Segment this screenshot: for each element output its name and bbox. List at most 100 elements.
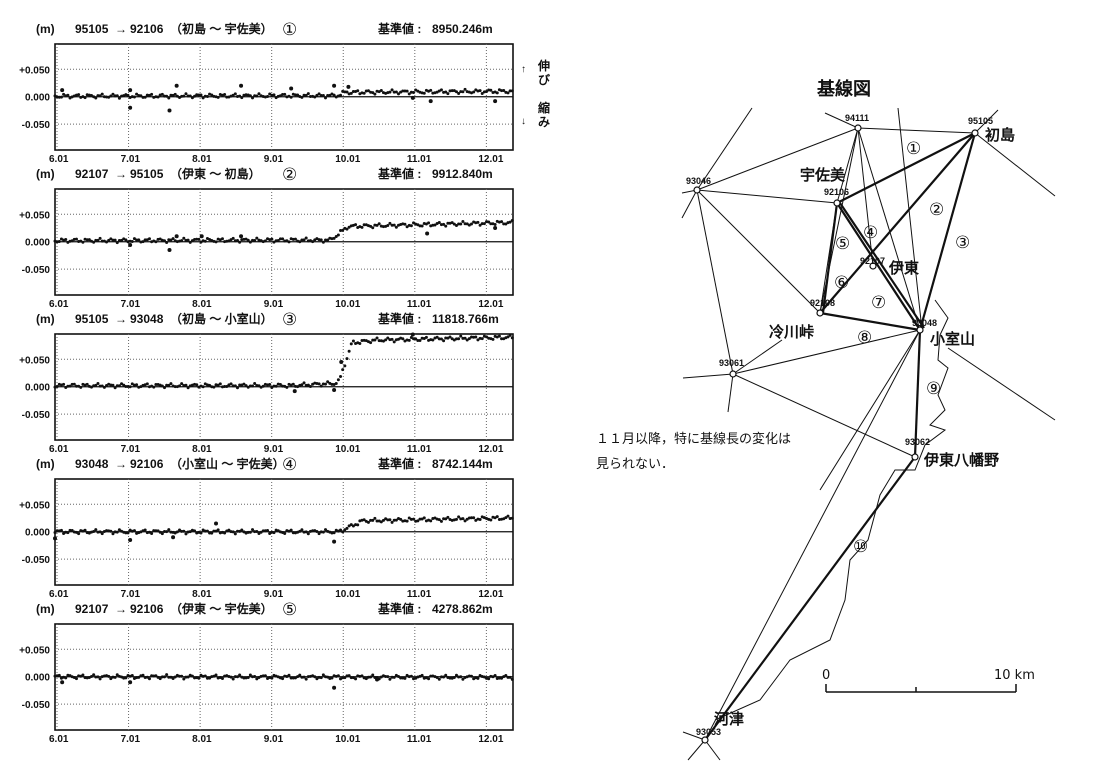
data-point	[347, 674, 351, 678]
data-point	[107, 238, 111, 242]
data-point	[326, 380, 330, 384]
data-point	[197, 676, 201, 680]
data-point	[66, 93, 70, 97]
data-point	[489, 518, 493, 522]
data-point	[268, 383, 272, 387]
outlier-point	[171, 535, 176, 540]
data-point	[476, 338, 480, 342]
baseline-number-3: ③	[955, 233, 970, 253]
data-point	[287, 673, 291, 677]
data-point	[369, 518, 373, 522]
data-point	[403, 89, 407, 93]
data-point	[366, 520, 370, 524]
data-point	[500, 337, 504, 341]
data-point	[83, 96, 87, 100]
data-point	[304, 93, 308, 97]
x-tick-label: 6.01	[49, 444, 69, 455]
data-point	[306, 532, 310, 536]
data-point	[409, 674, 413, 678]
data-point	[62, 92, 66, 96]
data-point	[354, 677, 358, 681]
data-point	[53, 530, 57, 534]
data-point	[208, 676, 212, 680]
data-point	[281, 93, 285, 97]
scale-bar	[825, 684, 1017, 693]
data-point	[375, 336, 379, 340]
data-point	[147, 677, 151, 681]
data-point	[463, 519, 467, 523]
data-point	[442, 675, 446, 679]
data-point	[132, 237, 136, 241]
data-point	[105, 240, 109, 244]
data-point	[416, 519, 420, 523]
data-point	[96, 238, 100, 242]
outlier-point	[339, 360, 344, 365]
from-station: 95105	[75, 312, 109, 326]
data-point	[302, 381, 306, 385]
x-tick-label: 9.01	[264, 589, 284, 600]
from-station: 92107	[75, 602, 109, 616]
data-point	[94, 528, 98, 532]
data-point	[364, 677, 368, 681]
baseline-number-6: ⑥	[834, 273, 849, 293]
data-point	[435, 335, 439, 339]
data-point	[188, 530, 192, 534]
data-point	[508, 333, 512, 337]
data-point	[132, 529, 136, 533]
data-point	[139, 94, 143, 98]
data-point	[126, 531, 130, 535]
x-tick-label: 7.01	[121, 589, 141, 600]
data-point	[251, 528, 255, 532]
data-point	[291, 676, 295, 680]
y-tick-label: 0.000	[25, 383, 50, 394]
data-point	[388, 338, 392, 342]
data-point	[508, 220, 512, 224]
data-point	[300, 383, 304, 387]
data-point	[321, 93, 325, 97]
data-point	[493, 673, 497, 677]
data-point	[283, 92, 287, 96]
data-point	[437, 220, 441, 224]
data-point	[369, 224, 373, 228]
y-tick-label: +0.050	[19, 210, 50, 221]
x-tick-label: 12.01	[478, 444, 503, 455]
data-point	[274, 96, 278, 100]
data-point	[390, 88, 394, 92]
data-point	[197, 93, 201, 97]
reference-label: 基準値 :	[377, 166, 421, 181]
data-point	[463, 87, 467, 91]
data-point	[143, 675, 147, 679]
data-point	[401, 89, 405, 93]
data-point	[381, 518, 385, 522]
data-point	[304, 236, 308, 240]
data-point	[79, 385, 83, 389]
data-point	[85, 238, 89, 242]
data-point	[98, 530, 102, 534]
data-point	[111, 383, 115, 387]
data-point	[238, 673, 242, 677]
data-point	[373, 516, 377, 520]
outlier-point	[214, 521, 219, 526]
data-point	[195, 383, 199, 387]
data-point	[392, 340, 396, 344]
data-point	[235, 386, 239, 390]
data-point	[369, 675, 373, 679]
data-point	[476, 676, 480, 680]
data-point	[321, 673, 325, 677]
data-point	[386, 224, 390, 228]
data-point	[324, 382, 328, 386]
data-point	[276, 238, 280, 242]
data-point	[409, 224, 413, 228]
data-point	[68, 384, 72, 388]
data-point	[66, 531, 70, 535]
data-point	[188, 94, 192, 98]
data-point	[313, 675, 317, 679]
data-point	[242, 676, 246, 680]
y-tick-label: +0.050	[19, 500, 50, 511]
legend-up-label-1: 伸	[537, 58, 550, 73]
outlier-point	[167, 108, 172, 113]
data-point	[180, 529, 184, 533]
data-point	[313, 95, 317, 99]
data-point	[420, 336, 424, 340]
